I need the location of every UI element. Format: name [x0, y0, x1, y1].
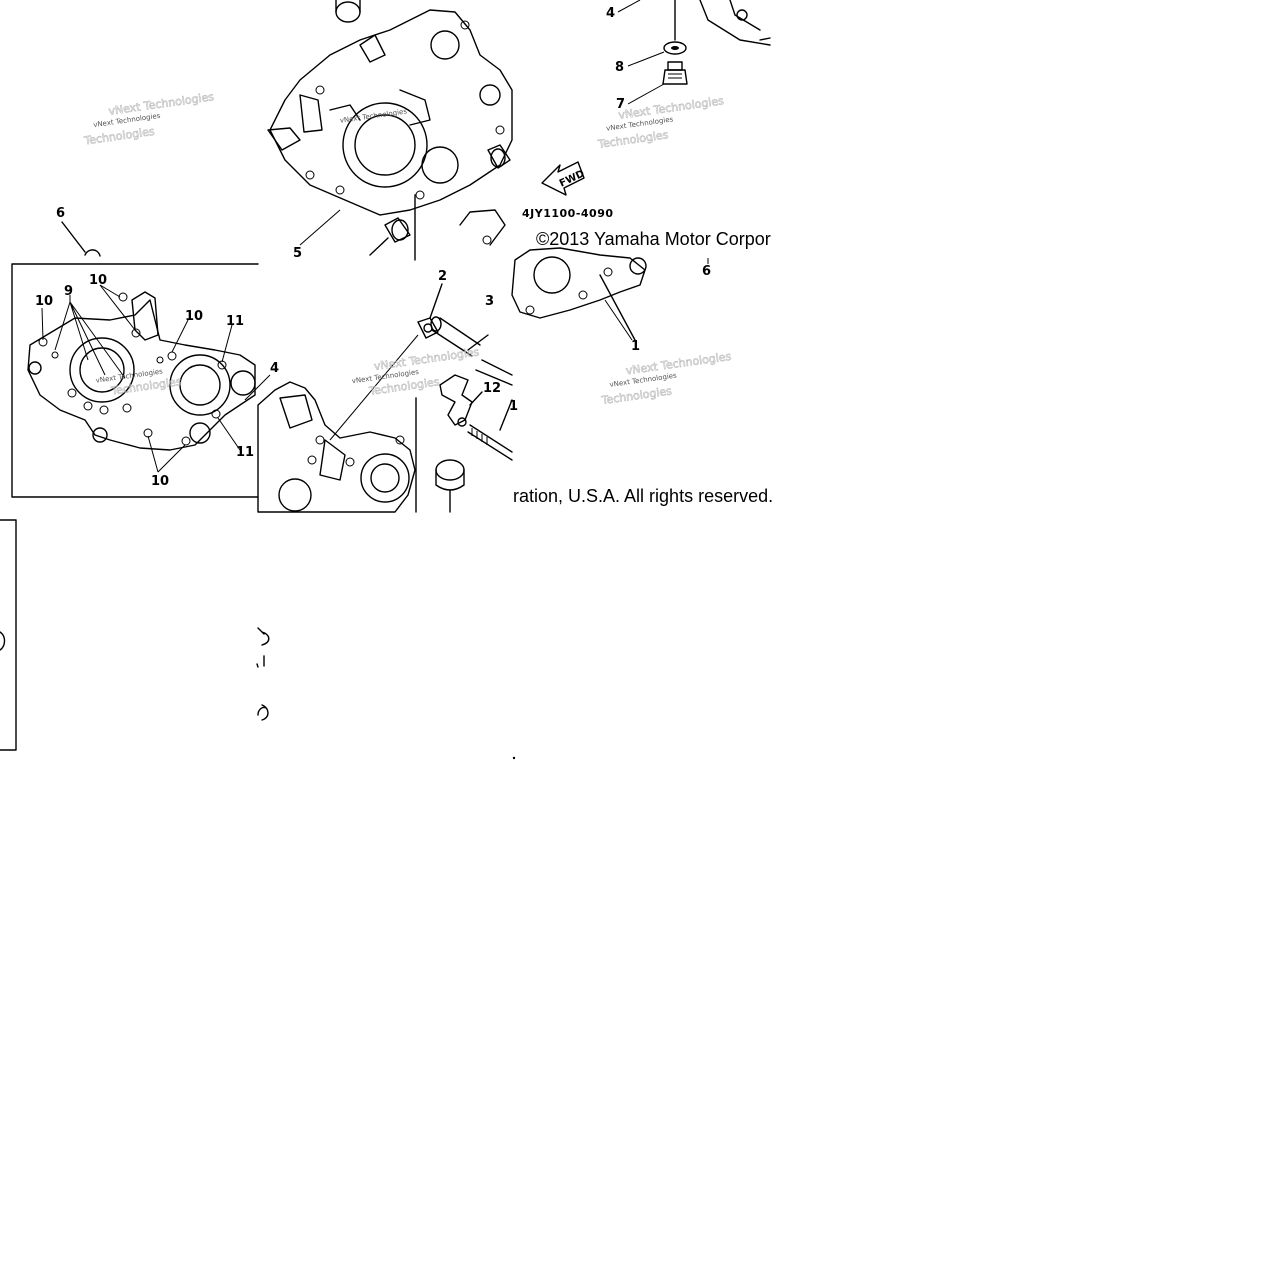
leader-8: [627, 51, 665, 67]
crankcase-lower-view: [257, 381, 417, 513]
crankcase-right-half: [267, 9, 513, 261]
copyright-part2: ration, U.S.A. All rights reserved.: [513, 486, 774, 506]
washer-8: [663, 0, 687, 55]
watermark-6: vNext Technologies vNext Technologies Te…: [600, 349, 733, 407]
dowel-bushing-right: [487, 144, 511, 169]
inset-crankcase: [27, 291, 256, 451]
clamp-12: [439, 374, 483, 427]
leader-5: [299, 209, 341, 246]
callout-4-top: 4: [606, 6, 615, 21]
callout-10-mid: 10: [185, 309, 203, 324]
callout-7: 7: [616, 97, 625, 112]
leader-1: [604, 299, 633, 341]
svg-text:vNext Technologies: vNext Technologies: [339, 107, 407, 124]
dowel-bushing-bottom: [435, 459, 465, 513]
callout-10-top: 10: [89, 273, 107, 288]
fwd-arrow-icon: FWD: [541, 161, 586, 196]
callout-8: 8: [615, 60, 624, 75]
svg-text:vNext Technologies: vNext Technologies: [108, 90, 215, 118]
callout-4-inset: 4: [270, 361, 279, 376]
callout-5: 5: [293, 246, 302, 261]
leader-4-top: [617, 0, 641, 13]
watermark-1: vNext Technologies vNext Technologies Te…: [82, 90, 215, 148]
watermark-4: vNext Technologies Technologies: [95, 367, 183, 398]
callout-1-lower: 1: [509, 399, 518, 414]
callout-11-top: 11: [226, 314, 244, 329]
callout-3: 3: [485, 294, 494, 309]
dowel-bushing-top: [335, 0, 361, 23]
inset-box: [11, 263, 259, 498]
crankcase-left-half: [459, 209, 647, 341]
clipped-fragments: [0, 519, 516, 760]
copyright-part1: ©2013 Yamaha Motor Corpor: [536, 229, 771, 249]
callout-11-bottom: 11: [236, 445, 254, 460]
watermark-2: vNext Technologies: [339, 107, 407, 124]
callout-1: 1: [631, 339, 640, 354]
svg-text:vNext Technologies: vNext Technologies: [625, 350, 732, 378]
stud-bolt: [467, 399, 513, 461]
clip-6-left: [61, 221, 101, 257]
dowel-bushing-lower: [369, 217, 411, 256]
svg-text:vNext Technologies: vNext Technologies: [373, 345, 480, 373]
callout-2: 2: [438, 269, 447, 284]
leader-7: [627, 83, 665, 105]
callout-6-left: 6: [56, 206, 65, 221]
callout-6-right: 6: [702, 264, 711, 279]
watermark-3: vNext Technologies vNext Technologies Te…: [596, 94, 725, 152]
hose-joint-2: [329, 283, 443, 441]
callout-12: 12: [483, 381, 501, 396]
part-number: 4JY1100-4090: [522, 207, 614, 220]
crankcase-left-fragment-top: [699, 0, 771, 46]
callout-10-bottom: 10: [151, 474, 169, 489]
fwd-label: FWD: [558, 169, 586, 190]
drain-bolt-7: [662, 61, 688, 85]
breather-pipe-3: [430, 316, 513, 386]
inset-leader-lines: [41, 284, 271, 473]
callout-10-left: 10: [35, 294, 53, 309]
callout-9: 9: [64, 284, 73, 299]
